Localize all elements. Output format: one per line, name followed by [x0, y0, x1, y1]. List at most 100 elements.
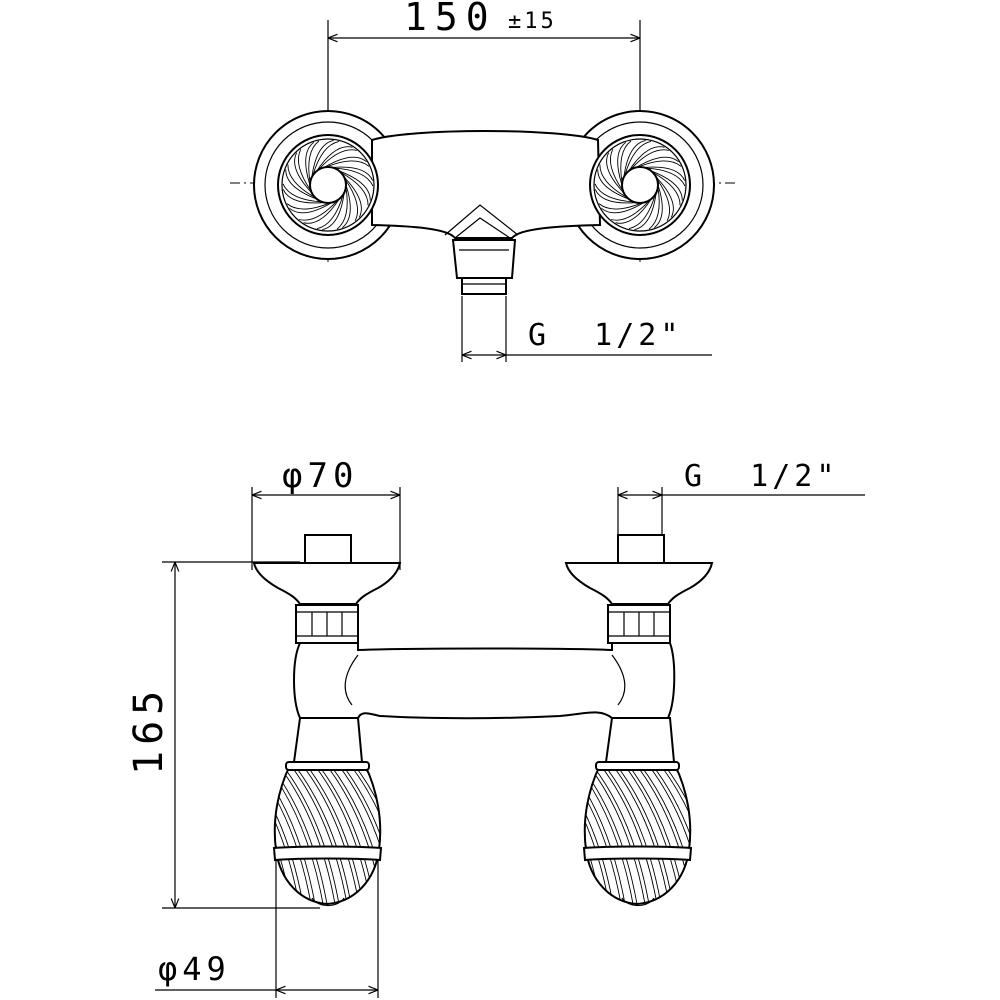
handle-rib	[279, 765, 341, 904]
swirl-petal	[308, 140, 320, 183]
swirl-petal	[617, 141, 627, 186]
mixer-body-front	[293, 642, 676, 720]
swirl-petal	[635, 156, 679, 168]
right-flange	[564, 562, 714, 605]
swirl-petal	[648, 187, 660, 230]
handle-rib	[718, 762, 778, 910]
swirl-petal	[282, 183, 322, 203]
handle-rib	[518, 762, 578, 910]
outlet-thread-dimension: G 1/2"	[461, 296, 712, 362]
handle-rib	[384, 762, 444, 910]
swirl-petal	[656, 178, 670, 222]
handle-rib	[388, 762, 448, 910]
swirl-petal	[311, 139, 334, 178]
handle-rib	[274, 765, 317, 904]
handle-rib	[208, 762, 268, 910]
handle-rib	[412, 762, 472, 910]
swirl-petal	[312, 140, 340, 176]
swirl-petal	[298, 199, 338, 221]
handle-rib	[192, 762, 252, 910]
handle-diameter-dimension: φ49	[155, 848, 379, 998]
handle-rib	[584, 765, 615, 904]
swirl-petal	[285, 169, 317, 200]
handle-rib	[274, 765, 305, 904]
swirl-petal	[594, 183, 634, 203]
handle-rib	[351, 765, 381, 904]
height-label: 165	[126, 685, 172, 775]
mixer-body-top	[371, 130, 602, 239]
handle-rib	[710, 762, 770, 910]
swirl-petal	[322, 192, 345, 231]
handle-rib	[584, 765, 627, 904]
swirl-petal	[653, 184, 663, 229]
swirl-petal	[289, 202, 333, 214]
handle-rib	[722, 762, 782, 910]
handle-rib	[584, 765, 591, 904]
flange-diameter-dimension: φ70	[251, 456, 401, 570]
handle-rib	[274, 765, 281, 904]
inlet-thread-dimension: G 1/2"	[617, 459, 865, 540]
right-valve-assembly	[564, 534, 714, 644]
handle-rib	[291, 765, 353, 904]
swirl-petal	[615, 198, 652, 224]
outlet-nozzle	[451, 239, 517, 295]
handle-rib	[502, 762, 562, 910]
handle-rib	[184, 762, 244, 910]
swirl-petal	[634, 192, 657, 231]
swirl-petal	[628, 194, 656, 230]
swirl-petal	[610, 148, 624, 192]
handle-rib	[585, 765, 647, 904]
swirl-petal	[316, 194, 344, 230]
handle-rib	[609, 765, 671, 904]
swirl-petal	[643, 166, 686, 181]
handle-rib	[637, 765, 691, 904]
swirl-petal	[298, 148, 312, 192]
left-flange	[252, 562, 402, 605]
swirl-petal	[610, 199, 650, 221]
right-handle	[490, 717, 782, 910]
swirl-petal	[601, 202, 645, 214]
swirl-petal	[325, 160, 370, 168]
spout-chevron	[444, 204, 519, 236]
handle-rib	[584, 765, 611, 904]
center-tolerance-label: ±15	[508, 9, 557, 34]
handle-rib	[584, 765, 623, 904]
swirl-petal	[303, 198, 340, 224]
handle-rib	[196, 762, 256, 910]
center-distance-dimension: 150 ±15	[327, 0, 641, 180]
spout-chevron-inner	[454, 217, 511, 239]
swirl-petal	[334, 167, 374, 187]
handle-rib	[408, 762, 468, 910]
swirl-petal	[294, 152, 313, 194]
swirl-petal	[344, 178, 358, 222]
handle-rib	[514, 762, 574, 910]
swirl-petal	[343, 176, 362, 218]
handle-rib	[657, 765, 691, 904]
handle-rib	[327, 765, 381, 904]
handle-diameter-label: φ49	[158, 950, 231, 988]
height-dimension: 165	[126, 561, 320, 909]
swirl-petal	[318, 149, 358, 171]
handle-rib	[274, 765, 325, 904]
swirl-petal	[282, 189, 325, 204]
swirl-petal	[323, 156, 367, 168]
handle-rib	[299, 765, 361, 904]
swirl-petal	[630, 149, 670, 171]
left-inlet-nipple	[304, 534, 352, 566]
swirl-petal	[594, 189, 637, 204]
swirl-petal	[637, 160, 682, 168]
right-inlet-nipple	[617, 534, 665, 566]
handle-rib	[601, 765, 663, 904]
swirl-petal	[316, 146, 353, 172]
swirl-petal	[336, 187, 348, 230]
handle-rib	[661, 765, 691, 904]
handle-rib	[645, 765, 691, 904]
left-valve-assembly	[252, 534, 402, 644]
handle-rib	[589, 765, 651, 904]
handle-rib	[347, 765, 381, 904]
swirl-petal	[655, 176, 674, 218]
swirl-petal	[286, 202, 331, 210]
handle-rib	[490, 762, 550, 910]
handle-rib	[274, 765, 313, 904]
handle-rib	[506, 762, 566, 910]
